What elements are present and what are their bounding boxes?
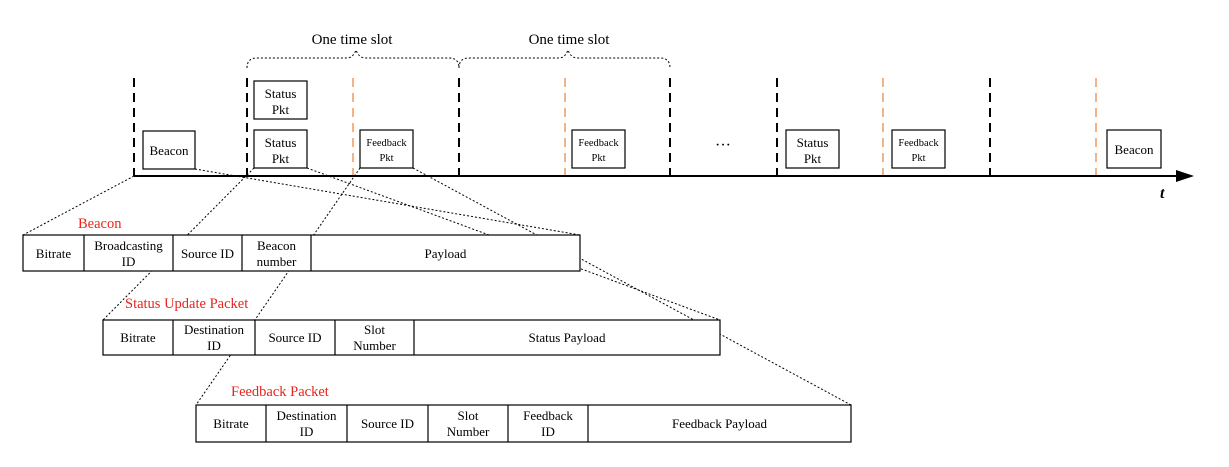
- svg-text:Feedback: Feedback: [366, 138, 407, 149]
- time-slot-label-2: One time slot: [529, 32, 611, 48]
- svg-text:Feedback: Feedback: [578, 138, 619, 149]
- svg-text:Beacon: Beacon: [1115, 142, 1154, 157]
- beacon-field-number-line1: Beacon: [257, 238, 296, 253]
- status-packet: Status Pkt: [253, 129, 308, 169]
- beacon-format-title: Beacon: [78, 216, 122, 232]
- svg-text:Pkt: Pkt: [911, 153, 925, 164]
- feedback-packet-b: Feedback Pkt: [571, 129, 626, 169]
- status-packet-upper: Status Pkt: [253, 80, 308, 120]
- beacon-field-bitrate: Bitrate: [36, 246, 72, 261]
- svg-text:Feedback: Feedback: [898, 138, 939, 149]
- status-field-destination-line1: Destination: [184, 322, 244, 337]
- feedback-field-destination-line1: Destination: [277, 408, 337, 423]
- svg-text:Pkt: Pkt: [804, 151, 822, 166]
- beacon-field-payload: Payload: [425, 246, 467, 261]
- time-slot-brace-2: [458, 48, 671, 69]
- feedback-field-slot-line2: Number: [447, 424, 490, 439]
- feedback-format-table: Bitrate Destination ID Source ID Slot Nu…: [195, 404, 852, 443]
- status-format-title: Status Update Packet: [125, 296, 248, 312]
- slot-dividers-orange: [352, 78, 1097, 176]
- beacon-field-broadcasting-id-line1: Broadcasting: [94, 238, 163, 253]
- status-field-slot-line1: Slot: [364, 322, 385, 337]
- feedback-field-source-id: Source ID: [361, 416, 414, 431]
- expansion-lines: [22, 167, 852, 406]
- feedback-field-id-line1: Feedback: [523, 408, 573, 423]
- time-slot-brace-1: [246, 48, 460, 69]
- svg-text:Pkt: Pkt: [272, 102, 290, 117]
- feedback-field-id-line2: ID: [541, 424, 555, 439]
- svg-text:Pkt: Pkt: [379, 153, 393, 164]
- beacon-format-table: Bitrate Broadcasting ID Source ID Beacon…: [22, 234, 581, 272]
- time-slot-label-1: One time slot: [312, 32, 394, 48]
- feedback-format-title: Feedback Packet: [231, 384, 329, 400]
- beacon-field-source-id: Source ID: [181, 246, 234, 261]
- time-axis-arrowhead: [1176, 170, 1194, 182]
- svg-text:Status: Status: [265, 135, 297, 150]
- svg-text:Status: Status: [265, 86, 297, 101]
- feedback-packet-a: Feedback Pkt: [359, 129, 414, 169]
- status-packet-right: Status Pkt: [785, 129, 840, 169]
- slot-dividers-black: [133, 78, 991, 176]
- status-field-payload: Status Payload: [529, 330, 606, 345]
- svg-text:Status: Status: [797, 135, 829, 150]
- beacon-packet-left: Beacon: [142, 130, 196, 170]
- status-format-table: Bitrate Destination ID Source ID Slot Nu…: [102, 319, 721, 356]
- feedback-field-bitrate: Bitrate: [213, 416, 249, 431]
- feedback-field-payload: Feedback Payload: [672, 416, 767, 431]
- svg-text:Beacon: Beacon: [150, 143, 189, 158]
- feedback-field-slot-line1: Slot: [458, 408, 479, 423]
- status-field-source-id: Source ID: [268, 330, 321, 345]
- status-field-bitrate: Bitrate: [120, 330, 156, 345]
- feedback-packet-c: Feedback Pkt: [891, 129, 946, 169]
- beacon-packet-right: Beacon: [1106, 129, 1162, 169]
- svg-text:Pkt: Pkt: [272, 151, 290, 166]
- svg-text:Pkt: Pkt: [591, 153, 605, 164]
- feedback-field-destination-line2: ID: [300, 424, 314, 439]
- beacon-field-number-line2: number: [257, 254, 297, 269]
- time-axis-label: t: [1160, 185, 1165, 202]
- status-field-slot-line2: Number: [353, 338, 396, 353]
- status-field-destination-line2: ID: [207, 338, 221, 353]
- beacon-field-broadcasting-id-line2: ID: [122, 254, 136, 269]
- ellipsis: ···: [715, 137, 731, 154]
